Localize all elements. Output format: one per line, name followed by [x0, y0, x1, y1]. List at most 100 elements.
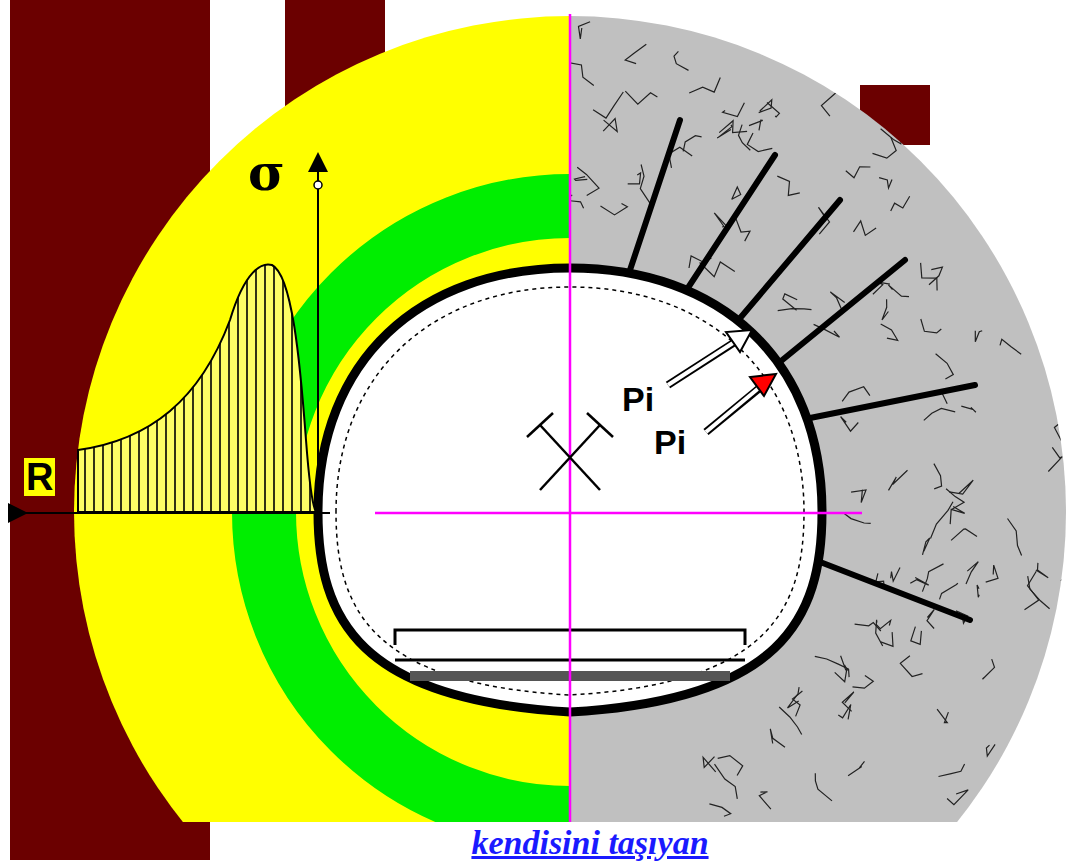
- rock-crack: [882, 299, 888, 320]
- rock-crack: [715, 764, 738, 799]
- rock-crack: [625, 44, 646, 63]
- rock-crack: [982, 777, 993, 796]
- rock-crack: [961, 406, 976, 412]
- rock-crack: [921, 263, 938, 291]
- rock-crack: [719, 121, 747, 133]
- rock-crack: [830, 292, 844, 309]
- rock-crack: [939, 764, 965, 777]
- rock-crack: [879, 178, 892, 188]
- rock-crack: [759, 792, 771, 809]
- rock-crack: [1054, 421, 1068, 441]
- rock-crack: [718, 756, 743, 776]
- axis-line: [375, 512, 862, 515]
- rock-crack: [841, 417, 859, 432]
- rock-crack: [983, 659, 995, 679]
- rock-crack: [881, 324, 898, 340]
- rock-crack: [570, 62, 594, 85]
- rock-crack: [732, 187, 741, 200]
- rock-crack: [767, 103, 779, 117]
- rock-crack: [851, 490, 866, 503]
- pressure-arrow: [668, 340, 738, 385]
- rock-crack: [986, 565, 998, 582]
- sigma-axis: [317, 162, 319, 513]
- rock-crack: [986, 744, 995, 756]
- rock-crack: [835, 665, 847, 682]
- rock-crack: [788, 687, 800, 708]
- rock-crack: [714, 213, 727, 227]
- rock-crack: [854, 221, 877, 235]
- rock-crack: [1008, 519, 1022, 556]
- rock-crack: [881, 129, 903, 144]
- rock-crack: [949, 480, 973, 494]
- rock-crack: [759, 100, 772, 113]
- rock-crack: [717, 125, 732, 138]
- rock-crack: [937, 709, 948, 723]
- rock-crack: [929, 267, 942, 285]
- rock-crack: [739, 125, 751, 151]
- rock-crack: [603, 119, 617, 132]
- rock-crack: [923, 538, 930, 555]
- rock-crack: [683, 136, 701, 152]
- rock-crack: [922, 564, 943, 592]
- r-axis: [18, 512, 330, 514]
- rock-crack: [579, 22, 591, 39]
- rock-crack: [1061, 569, 1068, 586]
- rock-crack: [709, 804, 730, 816]
- rock-crack: [628, 173, 641, 184]
- rock-crack: [593, 92, 623, 118]
- rock-crack: [723, 103, 745, 117]
- rock-crack: [888, 285, 909, 297]
- rock-crack: [891, 567, 900, 581]
- rock-crack: [575, 177, 588, 181]
- rock-crack: [770, 729, 785, 747]
- rock-crack: [783, 294, 797, 310]
- rock-crack: [940, 583, 958, 599]
- pressure-label: Pi: [620, 382, 656, 416]
- rock-crack: [951, 529, 977, 541]
- rock-crack: [891, 196, 910, 211]
- rock-crack: [966, 562, 978, 584]
- rock-crack: [703, 757, 716, 772]
- stress-symbol: σ: [246, 148, 287, 198]
- rock-crack: [625, 91, 657, 104]
- pressure-arrowhead: [726, 330, 752, 352]
- rock-crack: [846, 167, 871, 178]
- rock-crack: [1048, 447, 1062, 471]
- pressure-label: Pi: [652, 425, 688, 459]
- rock-crack: [900, 656, 922, 677]
- rock-crack: [924, 409, 955, 421]
- rock-crack: [838, 705, 851, 720]
- rock-crack: [821, 80, 845, 116]
- rock-crack: [747, 133, 772, 152]
- rock-crack: [640, 165, 650, 204]
- caption: kendisini taşıyan: [467, 826, 712, 860]
- rock-crack: [911, 627, 922, 645]
- rock-crack: [815, 773, 832, 801]
- rock-crack: [570, 195, 584, 208]
- rock-crack: [936, 354, 954, 379]
- rock-crack: [848, 761, 864, 775]
- rock-crack: [934, 464, 942, 489]
- rock-crack: [931, 502, 954, 539]
- pressure-arrow: [706, 386, 762, 432]
- rock-crack: [921, 319, 942, 333]
- rock-crack: [977, 585, 979, 597]
- rock-crack: [577, 167, 599, 195]
- rock-crack: [975, 331, 982, 342]
- rock-crack: [910, 578, 928, 586]
- rock-crack: [881, 632, 893, 646]
- radius-label: R: [24, 458, 55, 496]
- stress-curve: [78, 264, 316, 512]
- rock-crack: [815, 656, 849, 669]
- rock-crack: [873, 138, 897, 159]
- rock-crack: [889, 470, 908, 490]
- rock-crack: [674, 51, 689, 70]
- axis-line: [569, 14, 572, 822]
- tunnel-symbol: [527, 413, 613, 490]
- rock-crack: [927, 610, 934, 629]
- rock-crack: [777, 176, 800, 195]
- rock-crack: [736, 218, 751, 242]
- rock-crack: [749, 120, 763, 130]
